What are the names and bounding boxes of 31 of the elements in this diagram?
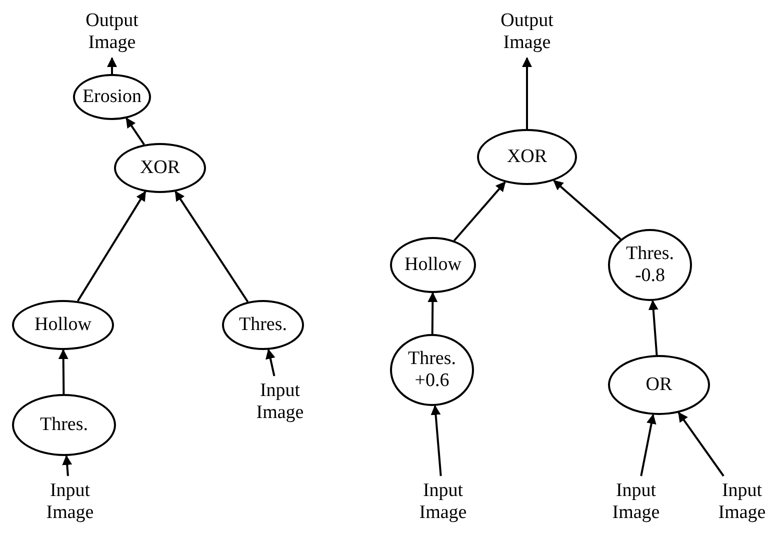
arrow (58, 349, 68, 394)
arrow (453, 181, 506, 242)
arrow (553, 180, 622, 240)
arrow (430, 404, 442, 476)
arrow (648, 300, 658, 356)
arrow (126, 118, 145, 146)
operation-label: Thres. +0.6 (406, 348, 457, 392)
arrow (640, 414, 656, 476)
image-label: Input Image (707, 478, 777, 526)
arrow (428, 292, 438, 334)
arrow (76, 190, 146, 302)
image-label: Input Image (35, 478, 105, 526)
operation-label: Hollow (34, 314, 92, 336)
operation-label: XOR (506, 146, 548, 168)
image-label: Input Image (408, 478, 478, 526)
arrow (522, 57, 532, 129)
operation-label: Thres. (40, 414, 88, 436)
arrow (62, 454, 72, 476)
arrow (174, 190, 249, 302)
operation-label: XOR (140, 157, 180, 179)
image-label: Output Image (77, 8, 147, 56)
operation-label: OR (646, 374, 672, 396)
operation-label: Hollow (404, 254, 462, 276)
arrow (107, 57, 117, 74)
image-label: Output Image (492, 8, 562, 56)
image-label: Input Image (245, 378, 315, 426)
image-label: Input Image (601, 478, 671, 526)
operation-label: Thres. -0.8 (624, 243, 675, 287)
arrow (266, 348, 276, 376)
operation-label: Erosion (82, 86, 142, 108)
operation-label: Thres. (238, 314, 287, 336)
